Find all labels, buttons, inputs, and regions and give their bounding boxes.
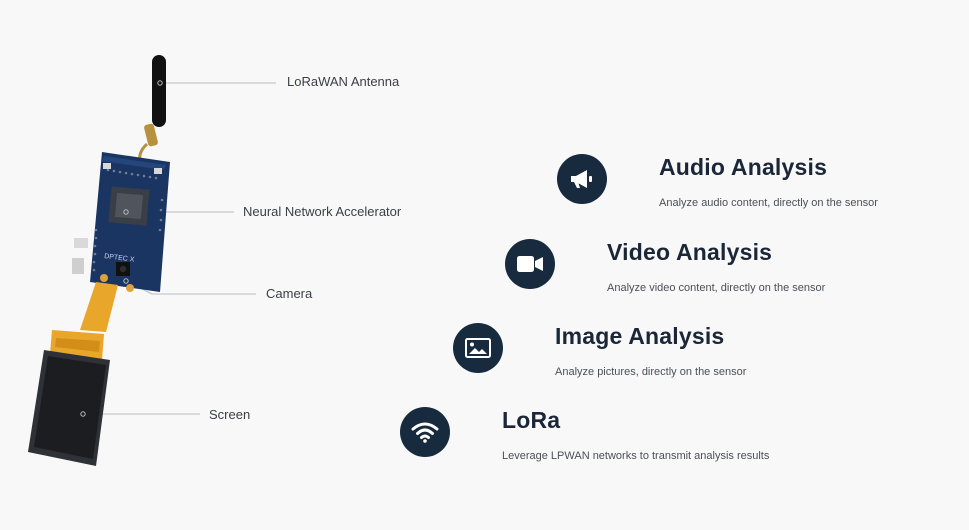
feature-description: Analyze audio content, directly on the s…: [659, 197, 878, 209]
feature-title: Image Analysis: [555, 323, 725, 349]
main-board: DPTEC X: [72, 152, 170, 292]
feature-description: Analyze video content, directly on the s…: [607, 282, 826, 294]
feature-description: Analyze pictures, directly on the sensor: [555, 366, 747, 378]
feature-title: Audio Analysis: [659, 154, 828, 180]
flex-cable: [50, 282, 118, 360]
antenna: [138, 55, 166, 163]
feature-icon-badge: [505, 239, 555, 289]
feature-icon-badge: [557, 154, 607, 204]
feature-icon-badge: [453, 323, 503, 373]
megaphone-icon: [571, 170, 592, 188]
video-camera-icon: [517, 256, 543, 272]
wifi-icon: [411, 422, 439, 443]
image-icon: [465, 338, 491, 358]
board-logo: DPTEC X: [104, 253, 135, 264]
feature-icon-badge: [400, 407, 450, 457]
callout-screen-label: Screen: [209, 407, 251, 422]
callout-antenna-label: LoRaWAN Antenna: [287, 74, 400, 89]
callout-camera-label: Camera: [266, 286, 313, 301]
feature-description: Leverage LPWAN networks to transmit anal…: [502, 450, 770, 462]
feature-title: LoRa: [502, 407, 561, 433]
screen: [28, 350, 110, 466]
callout-accelerator-label: Neural Network Accelerator: [243, 204, 402, 219]
feature-title: Video Analysis: [607, 239, 773, 265]
